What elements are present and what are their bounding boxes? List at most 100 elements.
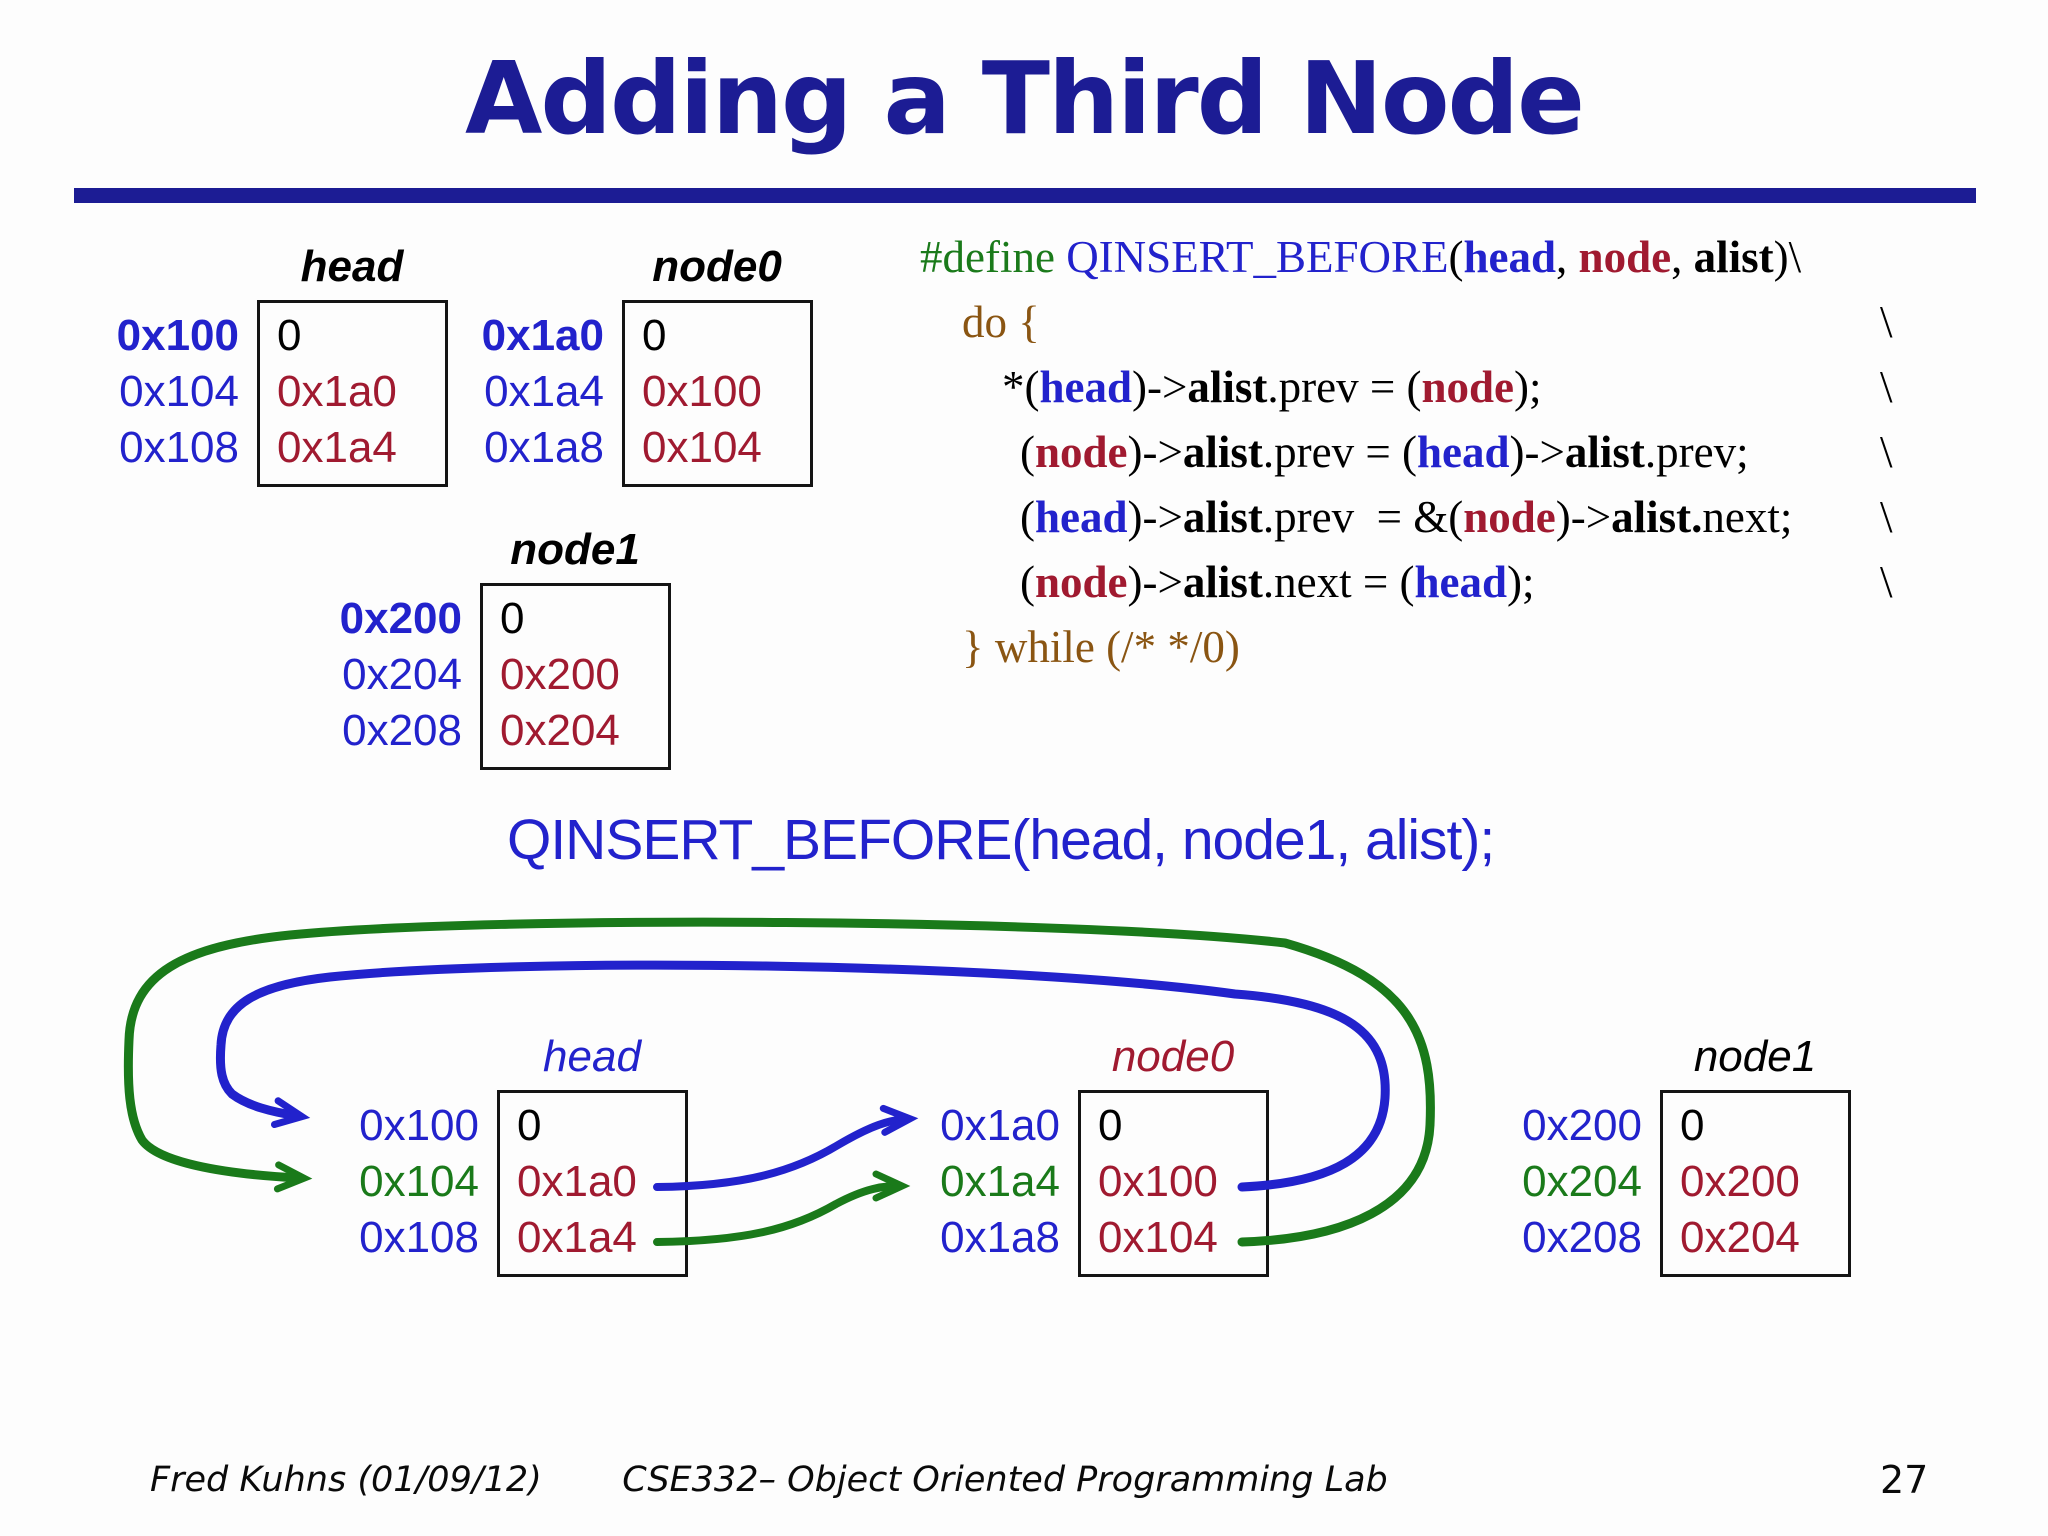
code-line: do { (962, 297, 1040, 348)
code-token: , (1671, 232, 1694, 282)
code-token: ); (1514, 362, 1542, 412)
memory-value: 0x100 (1098, 1157, 1218, 1206)
memory-box-top-node0 (622, 300, 813, 487)
code-line: (node)->alist.next = (head); (1020, 557, 1535, 608)
code-token: alist. (1611, 492, 1703, 542)
footer-author: Fred Kuhns (01/09/12) (150, 1460, 542, 1500)
code-token: )-> (1127, 427, 1183, 477)
code-token: *( (1002, 362, 1040, 412)
code-token: .prev = ( (1262, 427, 1417, 477)
memory-address: 0x104 (119, 367, 239, 416)
code-line: (node)->alist.prev = (head)->alist.prev; (1020, 427, 1749, 478)
footer-page-number: 27 (1880, 1458, 1929, 1502)
code-token: .prev = ( (1267, 362, 1422, 412)
code-token: head (1463, 232, 1557, 282)
code-token: alist (1182, 492, 1263, 542)
code-token: head (1416, 427, 1510, 477)
table-label-top-node1: node1 (510, 525, 640, 574)
table-label-top-node0: node0 (652, 242, 782, 291)
memory-address: 0x108 (359, 1213, 479, 1262)
table-label-bottom-node0: node0 (1111, 1032, 1235, 1081)
code-token: head (1035, 492, 1128, 542)
memory-address: 0x208 (1522, 1213, 1642, 1262)
code-token: node (1421, 362, 1515, 412)
memory-address: 0x208 (342, 706, 462, 755)
code-token: QINSERT_BEFORE (1066, 232, 1449, 282)
code-token: )\ (1773, 232, 1802, 282)
code-token: #define (920, 232, 1067, 282)
memory-address: 0x1a4 (484, 367, 604, 416)
memory-address: 0x200 (1522, 1101, 1642, 1150)
code-token: node (1463, 492, 1556, 542)
footer-course: CSE332– Object Oriented Programming Lab (622, 1460, 1388, 1500)
code-token: )-> (1555, 492, 1612, 542)
line-continuation: \ (1880, 492, 1893, 542)
code-token: .next = ( (1262, 557, 1415, 607)
code-token: .prev = &( (1262, 492, 1464, 542)
code-token: next; (1702, 492, 1793, 542)
code-token: alist (1564, 427, 1645, 477)
code-line: (head)->alist.prev = &(node)->alist.next… (1020, 492, 1793, 543)
code-token: node (1035, 427, 1128, 477)
code-token: )-> (1132, 362, 1188, 412)
code-token: )-> (1509, 427, 1565, 477)
memory-value: 0x1a0 (277, 367, 397, 416)
memory-value: 0x200 (500, 650, 620, 699)
memory-value: 0x1a4 (277, 423, 397, 472)
memory-address: 0x204 (342, 650, 462, 699)
code-token: node (1035, 557, 1128, 607)
memory-value: 0 (1098, 1101, 1123, 1150)
memory-address: 0x100 (116, 311, 239, 360)
code-token: )-> (1127, 557, 1183, 607)
memory-address: 0x204 (1522, 1157, 1642, 1206)
memory-address: 0x200 (339, 594, 462, 643)
code-line: *(head)->alist.prev = (node); (1002, 362, 1542, 413)
memory-box-bottom-node1 (1660, 1090, 1851, 1277)
memory-box-top-node1 (480, 583, 671, 770)
code-token: head (1039, 362, 1133, 412)
table-label-bottom-head: head (543, 1032, 641, 1081)
memory-value: 0x104 (1098, 1213, 1218, 1262)
memory-value: 0x200 (1680, 1157, 1800, 1206)
memory-box-top-head (257, 300, 448, 487)
line-continuation: \ (1880, 427, 1893, 477)
line-continuation: \ (1880, 557, 1893, 607)
code-line: #define QINSERT_BEFORE(head, node, alist… (920, 232, 1802, 283)
code-token: head (1414, 557, 1508, 607)
slide-title: Adding a Third Node (465, 40, 1585, 157)
memory-address: 0x100 (359, 1101, 479, 1150)
code-token: )-> (1127, 492, 1183, 542)
code-token: alist (1187, 362, 1268, 412)
memory-value: 0x104 (642, 423, 762, 472)
memory-value: 0x100 (642, 367, 762, 416)
code-token: do { (962, 297, 1040, 347)
memory-address: 0x1a0 (940, 1101, 1060, 1150)
line-continuation: \ (1880, 362, 1893, 412)
memory-value: 0x204 (1680, 1213, 1800, 1262)
code-token: , (1556, 232, 1579, 282)
code-token: alist (1693, 232, 1774, 282)
code-line: } while (/* */0) (962, 622, 1240, 673)
code-token: alist (1182, 557, 1263, 607)
code-token: } while (/* */0) (962, 622, 1240, 672)
memory-address: 0x108 (119, 423, 239, 472)
memory-address: 0x1a8 (940, 1213, 1060, 1262)
code-token: ); (1507, 557, 1535, 607)
memory-value: 0x204 (500, 706, 620, 755)
memory-value: 0 (517, 1101, 542, 1150)
memory-value: 0 (642, 311, 667, 360)
code-token: ( (1020, 427, 1035, 477)
memory-value: 0 (500, 594, 525, 643)
line-continuation: \ (1880, 297, 1893, 347)
table-label-top-head: head (300, 242, 404, 291)
code-token: ( (1448, 232, 1464, 282)
memory-value: 0x1a4 (517, 1213, 637, 1262)
memory-address: 0x104 (359, 1157, 479, 1206)
memory-address: 0x1a8 (484, 423, 604, 472)
code-token: .prev; (1644, 427, 1749, 477)
code-token: alist (1182, 427, 1263, 477)
code-token: ( (1020, 492, 1035, 542)
table-label-bottom-node1: node1 (1693, 1032, 1817, 1081)
